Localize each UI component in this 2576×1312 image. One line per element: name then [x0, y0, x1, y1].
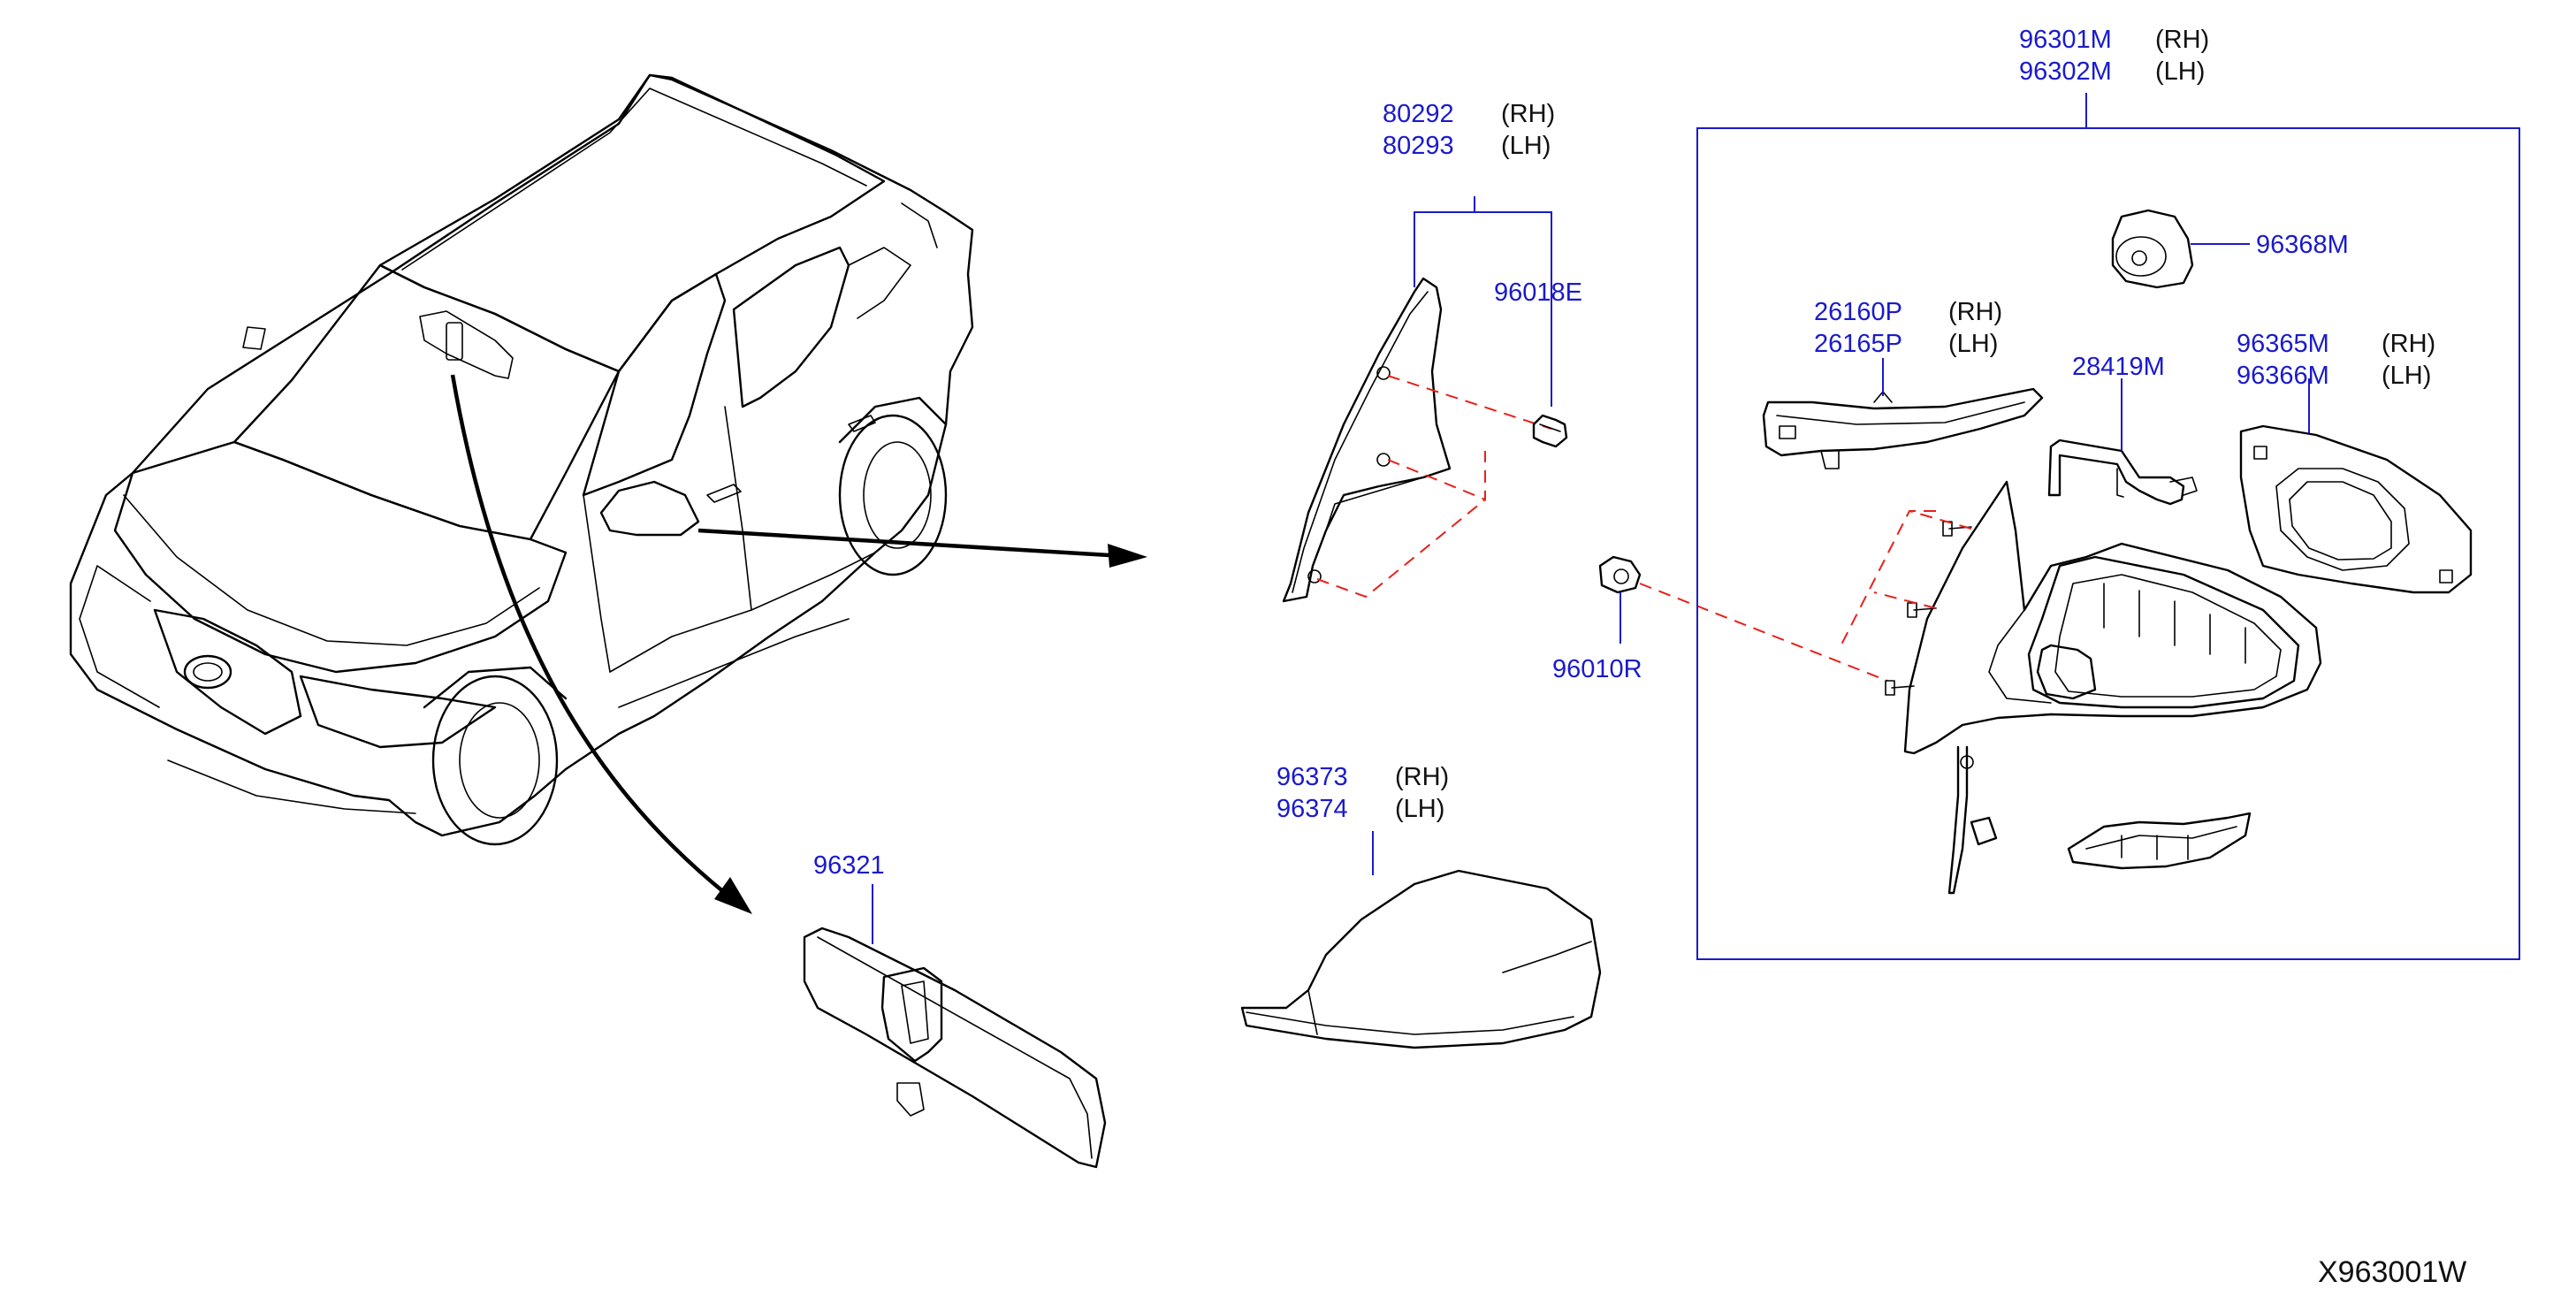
vehicle-illustration: [69, 73, 974, 846]
mirror-cover-drawing: [1240, 869, 1602, 1049]
dashed-lines-mirror-body: [1838, 510, 1972, 651]
cover-plate-drawing: [1282, 277, 1452, 603]
label-96366M: 96366M: [2237, 362, 2329, 390]
label-96302M: 96302M: [2019, 57, 2112, 86]
label-96018E: 96018E: [1494, 278, 1582, 307]
lower-cover-drawing: [2067, 812, 2252, 870]
harness-drawing: [2047, 439, 2198, 506]
label-96366M-side: (LH): [2382, 362, 2432, 390]
label-96365M-side: (RH): [2382, 330, 2436, 358]
label-80293-side: (LH): [1501, 132, 1551, 160]
mirror-body-drawing: [1885, 480, 2322, 895]
label-26160P: 26160P: [1814, 298, 1902, 326]
label-96374-side: (LH): [1395, 795, 1445, 823]
label-80292-side: (RH): [1501, 100, 1556, 128]
label-26165P: 26165P: [1814, 330, 1902, 358]
label-96321: 96321: [813, 851, 885, 880]
dashed-lines-cover-plate: [1316, 375, 1552, 599]
label-96374: 96374: [1277, 795, 1348, 823]
nut-drawing: [1598, 555, 1642, 594]
label-96302M-side: (LH): [2155, 57, 2206, 86]
label-96301M-side: (RH): [2155, 26, 2210, 54]
label-96010R: 96010R: [1552, 655, 1642, 683]
label-96365M: 96365M: [2237, 330, 2329, 358]
leader-80292: [1414, 211, 1552, 407]
label-80292: 80292: [1383, 100, 1454, 128]
label-96301M: 96301M: [2019, 26, 2112, 54]
callout-arrows: [450, 374, 1147, 914]
label-96368M: 96368M: [2256, 231, 2349, 259]
turn-lamp-drawing: [1762, 387, 2044, 469]
grommet-drawing: [2111, 209, 2194, 289]
inside-mirror-drawing: [803, 927, 1107, 1169]
label-26160P-side: (RH): [1948, 298, 2003, 326]
label-26165P-side: (LH): [1948, 330, 1999, 358]
label-96373: 96373: [1277, 763, 1348, 791]
label-80293: 80293: [1383, 132, 1454, 160]
mirror-glass-drawing: [2239, 424, 2473, 594]
label-28419M: 28419M: [2072, 353, 2165, 381]
label-96373-side: (RH): [1395, 763, 1450, 791]
diagram-code: X963001W: [2318, 1255, 2467, 1289]
clip-drawing: [1532, 414, 1568, 448]
assembly-box: [1696, 127, 2520, 960]
